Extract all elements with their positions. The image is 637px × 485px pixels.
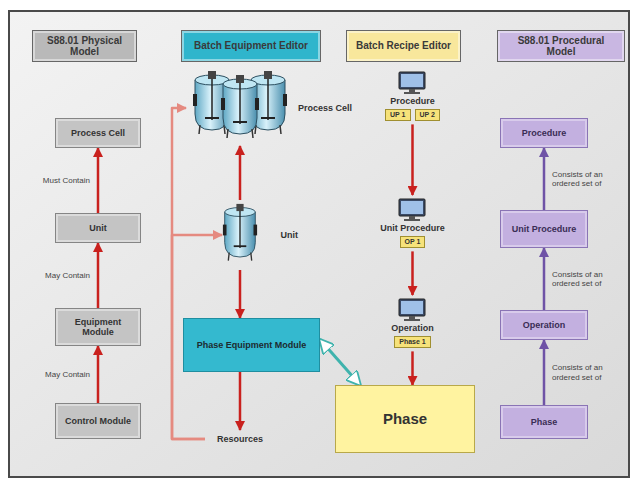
tank-node: Process Cell — [186, 70, 356, 146]
recipe-node: OperationPhase 1 — [365, 295, 460, 351]
node-label: Phase 1 — [399, 338, 425, 346]
connector — [543, 340, 546, 405]
edge-label: Consists of an ordered set of — [552, 270, 624, 288]
node-label: Batch Recipe Editor — [356, 40, 451, 52]
node-label: Procedure — [390, 96, 435, 106]
node-label: Process Cell — [71, 128, 125, 138]
node-label: Phase Equipment Module — [197, 340, 307, 350]
connector — [97, 346, 100, 403]
node-label: Resources — [217, 434, 263, 444]
panel — [9, 11, 629, 477]
edge-label: May Contain — [45, 370, 90, 379]
node-label: Process Cell — [298, 103, 352, 113]
node-label: Unit — [89, 223, 107, 233]
node-label: Operation — [523, 320, 566, 330]
recipe-tag: UP 2 — [415, 109, 440, 121]
physical-box: Control Module — [55, 403, 141, 439]
edge-label: May Contain — [45, 271, 90, 280]
tag-row: Phase 1 — [394, 336, 430, 348]
node-label: OP 1 — [405, 238, 421, 246]
node-label: S88.01 Procedural Model — [502, 35, 620, 58]
phase-box: Phase — [335, 385, 475, 453]
procedural-box: Unit Procedure — [500, 210, 588, 248]
resource-label: Resources — [205, 430, 275, 448]
connector — [411, 251, 414, 295]
tank-node: Unit — [222, 200, 302, 270]
node-label: Control Module — [65, 416, 131, 426]
edge-label: Consists of an ordered set of — [552, 170, 624, 188]
editor-header: Batch Equipment Editor — [181, 30, 321, 62]
recipe-tag: UP 1 — [385, 109, 410, 121]
node-label: Unit Procedure — [512, 224, 577, 234]
node-label: Unit Procedure — [380, 223, 445, 233]
procedural-box: Phase — [500, 405, 588, 439]
edge-label: Consists of an ordered set of — [552, 363, 624, 381]
tag-row: OP 1 — [400, 236, 426, 248]
connector — [97, 243, 100, 308]
unit-tank — [223, 204, 257, 261]
node-label: Phase — [531, 417, 558, 427]
model-header: S88.01 Procedural Model — [497, 30, 625, 62]
connector — [239, 270, 242, 318]
connector — [172, 108, 205, 439]
connector — [239, 372, 242, 430]
node-label: Operation — [391, 323, 434, 333]
connector — [543, 148, 546, 210]
node-label: Phase — [383, 410, 427, 427]
model-header: S88.01 Physical Model — [32, 30, 137, 62]
connector — [320, 340, 360, 385]
connector — [97, 148, 100, 213]
connector — [411, 351, 414, 385]
physical-box: Unit — [55, 213, 141, 243]
tag-row: UP 1 UP 2 — [385, 109, 440, 121]
procedural-box: Procedure — [500, 118, 588, 148]
connector — [543, 248, 546, 310]
edge-label: Must Contain — [43, 176, 90, 185]
recipe-tag: Phase 1 — [394, 336, 430, 348]
node-label: Equipment Module — [60, 317, 136, 338]
node-label: UP 2 — [420, 111, 435, 119]
node-label: Procedure — [522, 128, 567, 138]
equipment-box: Phase Equipment Module — [183, 318, 320, 372]
physical-box: Equipment Module — [55, 308, 141, 346]
connector — [239, 146, 242, 200]
physical-box: Process Cell — [55, 118, 141, 148]
process-cell-tanks — [193, 71, 287, 138]
node-label: UP 1 — [390, 111, 405, 119]
node-label: Batch Equipment Editor — [194, 40, 308, 52]
node-label: S88.01 Physical Model — [37, 35, 132, 58]
connector — [411, 124, 414, 195]
recipe-node: Unit Procedure OP 1 — [365, 195, 460, 251]
recipe-tag: OP 1 — [400, 236, 426, 248]
node-label: Unit — [281, 230, 299, 240]
recipe-node: Procedure UP 1 UP 2 — [365, 68, 460, 124]
editor-header: Batch Recipe Editor — [346, 30, 461, 62]
procedural-box: Operation — [500, 310, 588, 340]
